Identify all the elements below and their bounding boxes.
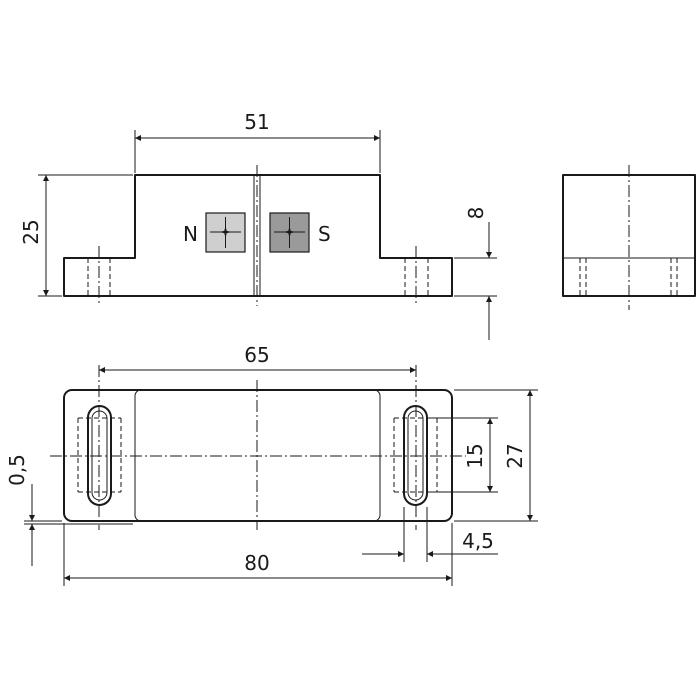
side-view-outline bbox=[562, 174, 696, 297]
side-view bbox=[562, 165, 696, 310]
dimension-label-80: 80 bbox=[244, 551, 269, 575]
north-pole-marker: N bbox=[183, 212, 246, 253]
dimension-hole-spacing: 65 bbox=[99, 343, 416, 373]
south-pole-marker: S bbox=[269, 212, 331, 253]
dimension-label-25: 25 bbox=[19, 219, 43, 244]
dimension-label-8: 8 bbox=[464, 207, 488, 220]
dimension-slot-length: 15 bbox=[428, 417, 498, 493]
dimension-label-51: 51 bbox=[244, 110, 269, 134]
dimension-base-thickness: 8 bbox=[454, 207, 497, 340]
dimension-label-65: 65 bbox=[244, 343, 269, 367]
north-pole-label: N bbox=[183, 222, 198, 246]
dimension-overall-length: 80 bbox=[63, 523, 453, 586]
dimension-label-15: 15 bbox=[463, 443, 487, 468]
front-view: N S 51 25 8 bbox=[19, 110, 497, 340]
dimension-label-0-5: 0,5 bbox=[5, 454, 29, 486]
front-view-outline bbox=[63, 174, 453, 297]
dimension-label-27: 27 bbox=[503, 443, 527, 468]
dimension-top-width: 51 bbox=[134, 110, 381, 173]
dimension-width: 27 bbox=[454, 389, 538, 522]
dimension-label-4-5: 4,5 bbox=[462, 529, 494, 553]
dimension-offset: 0,5 bbox=[5, 454, 133, 566]
dimension-slot-width: 4,5 bbox=[362, 507, 498, 562]
dimension-height-total: 25 bbox=[19, 174, 133, 297]
south-pole-label: S bbox=[318, 222, 331, 246]
top-view: 65 27 15 0,5 80 bbox=[5, 343, 538, 586]
